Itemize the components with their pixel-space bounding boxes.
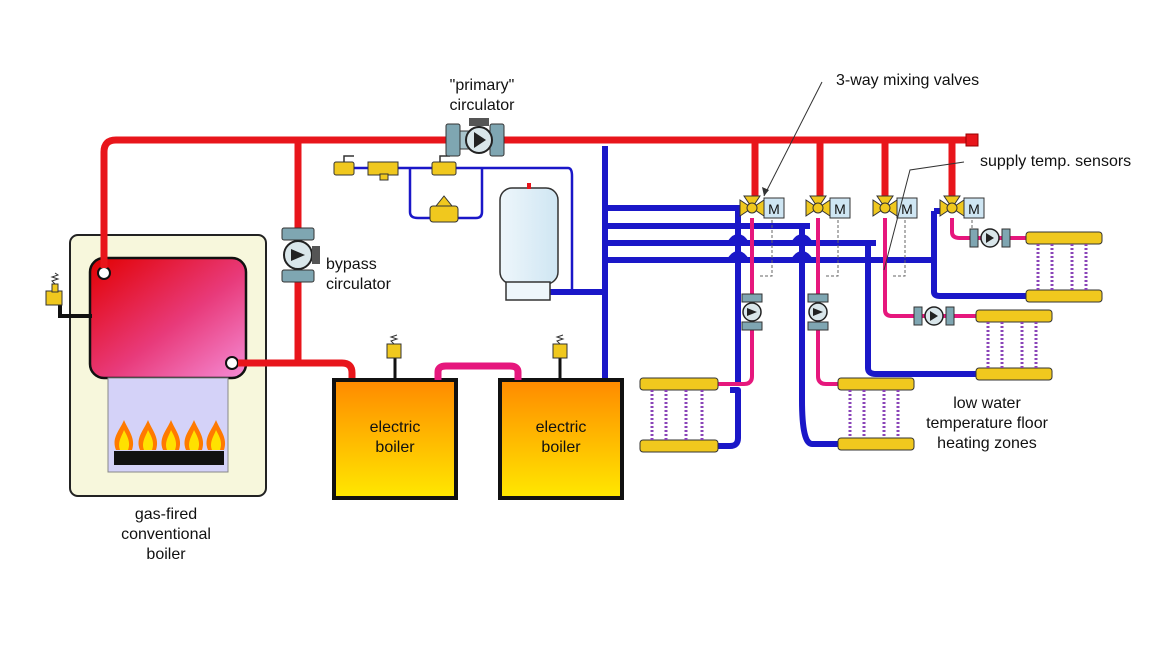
sensor-wires	[758, 220, 973, 277]
leader-lines	[763, 81, 965, 271]
motor-label: M	[901, 201, 913, 217]
gas-fired-boiler	[45, 234, 267, 497]
motor-label: M	[768, 201, 780, 217]
motor-label: M	[834, 201, 846, 217]
return-piping	[548, 146, 1028, 449]
floor-zones-label: low water temperature floor heating zone…	[926, 395, 1048, 452]
floor-manifold-2	[837, 377, 915, 451]
primary-circulator-icon	[445, 118, 505, 157]
mixed-supply-piping	[718, 218, 1028, 386]
supply-sensors-label: supply temp. sensors	[980, 153, 1132, 170]
burner-flames	[114, 420, 226, 450]
supply-piping	[100, 136, 972, 380]
floor-manifold-3	[975, 309, 1053, 381]
bypass-circulator-label: bypass circulator	[326, 256, 391, 293]
electric-boiler-1	[332, 334, 458, 500]
pipe-crossovers	[727, 234, 813, 262]
mixing-valve-icons	[739, 195, 985, 219]
bypass-circulator-icon	[281, 227, 320, 283]
boiler-link-pipe	[434, 362, 522, 380]
arrow-head	[762, 187, 769, 196]
electric-boiler-1-label: electric boiler	[369, 419, 421, 456]
supply-header-cap	[965, 133, 979, 147]
fill-valve-icon	[333, 155, 457, 181]
floor-manifold-4	[1025, 231, 1103, 303]
gas-boiler-label: gas-fired conventional boiler	[121, 506, 211, 563]
electric-boiler-2	[498, 334, 624, 500]
pressure-reducing-valve-icon	[429, 195, 459, 223]
electric-boiler-2-label: electric boiler	[535, 419, 587, 456]
mixing-valves-label: 3-way mixing valves	[836, 72, 980, 89]
motor-label: M	[968, 201, 980, 217]
zone-circulator-icons	[741, 228, 1011, 331]
primary-circulator-label: "primary" circulator	[449, 77, 515, 114]
relief-valve-icon	[45, 272, 63, 306]
floor-manifold-1	[639, 377, 719, 453]
expansion-tank	[499, 183, 559, 301]
